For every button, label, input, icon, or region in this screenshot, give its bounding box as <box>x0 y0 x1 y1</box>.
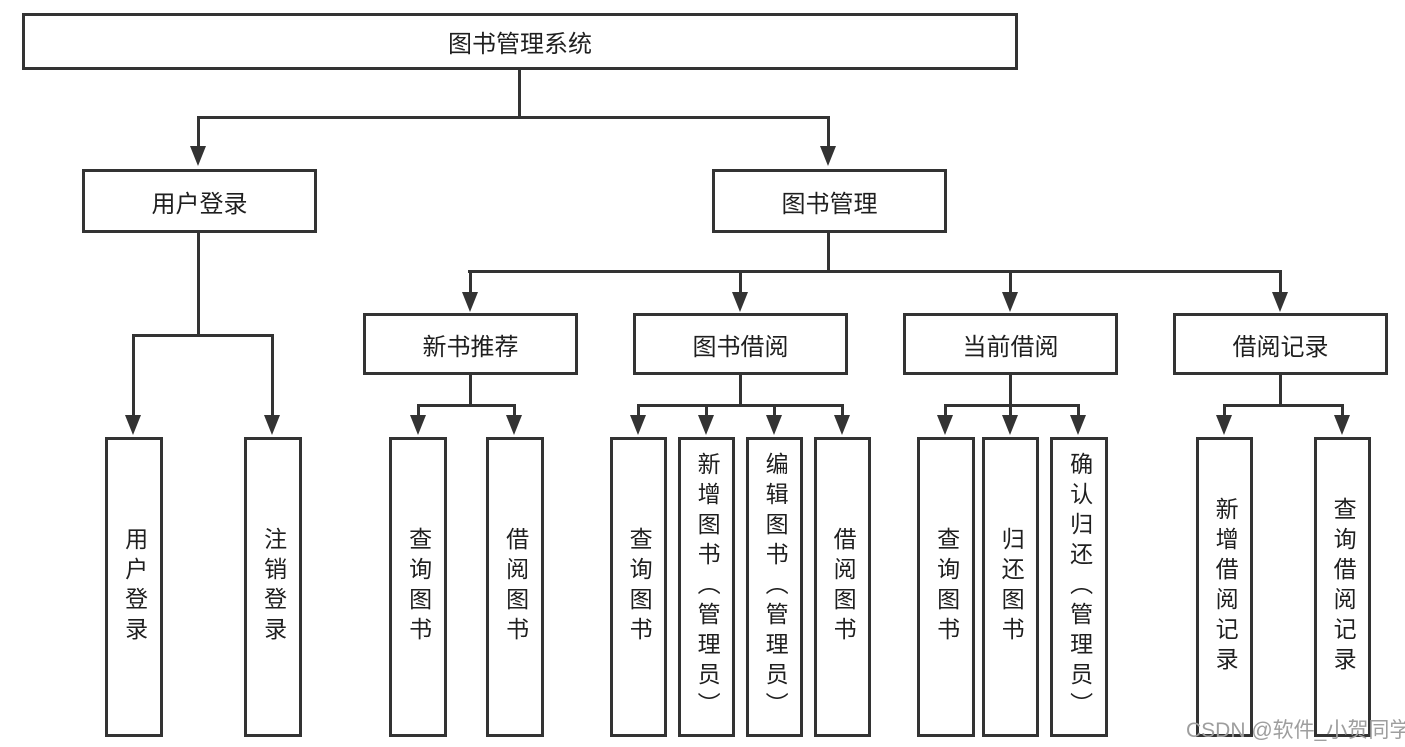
leaf-logout: 注销登录 <box>244 437 302 737</box>
connector-login-stem-1 <box>132 334 135 418</box>
connector-records-stem-1 <box>1223 404 1226 417</box>
node-book-borrow-label: 图书借阅 <box>692 333 789 361</box>
connector-current-stem-2 <box>1009 404 1012 417</box>
leaf-recommend-query-books: 查询图书 <box>389 437 447 737</box>
leaf-edit-book-admin-label: 编辑图书（管理员） <box>762 452 789 722</box>
connector-mgmt-stem-4 <box>1279 270 1282 295</box>
arrowhead-down-icon <box>834 415 850 435</box>
leaf-borrow-query-books: 查询图书 <box>610 437 667 737</box>
connector-login-vline <box>197 231 200 336</box>
connector-current-vline <box>1009 373 1012 406</box>
connector-root-hline <box>197 116 830 119</box>
leaf-borrow-query-books-label: 查询图书 <box>626 527 653 647</box>
node-user-login: 用户登录 <box>82 169 317 233</box>
connector-login-hline <box>132 334 274 337</box>
connector-borrow-hline <box>637 404 844 407</box>
connector-mgmt-stem-3 <box>1009 270 1012 295</box>
connector-records-vline <box>1279 373 1282 406</box>
leaf-return-book-label: 归还图书 <box>998 527 1025 647</box>
arrowhead-down-icon <box>1334 415 1350 435</box>
connector-current-hline <box>944 404 1080 407</box>
connector-current-stem-1 <box>944 404 947 417</box>
connector-records-stem-2 <box>1341 404 1344 417</box>
leaf-query-borrow-record: 查询借阅记录 <box>1314 437 1371 737</box>
leaf-borrow-books: 借阅图书 <box>814 437 871 737</box>
connector-mgmt-vline <box>827 232 830 273</box>
node-current-borrow: 当前借阅 <box>903 313 1118 375</box>
leaf-query-borrow-record-label: 查询借阅记录 <box>1330 497 1357 677</box>
node-book-management-label: 图书管理 <box>781 190 878 218</box>
connector-recommend-stem-1 <box>417 404 420 417</box>
node-current-borrow-label: 当前借阅 <box>962 333 1059 361</box>
leaf-confirm-return-admin: 确认归还（管理员） <box>1050 437 1108 737</box>
leaf-edit-book-admin: 编辑图书（管理员） <box>746 437 803 737</box>
arrowhead-down-icon <box>264 415 280 435</box>
node-book-management: 图书管理 <box>712 169 947 233</box>
arrowhead-down-icon <box>937 415 953 435</box>
leaf-borrow-books-label: 借阅图书 <box>830 527 857 647</box>
leaf-recommend-borrow-books: 借阅图书 <box>486 437 544 737</box>
leaf-user-login-label: 用户登录 <box>121 527 148 647</box>
arrowhead-down-icon <box>410 415 426 435</box>
node-library-management-system-label: 图书管理系统 <box>448 31 592 58</box>
leaf-recommend-query-books-label: 查询图书 <box>405 527 432 647</box>
leaf-add-book-admin: 新增图书（管理员） <box>678 437 735 737</box>
connector-recommend-hline <box>417 404 516 407</box>
leaf-user-login: 用户登录 <box>105 437 163 737</box>
connector-borrow-stem-4 <box>841 404 844 417</box>
connector-records-hline <box>1223 404 1344 407</box>
leaf-current-query-books-label: 查询图书 <box>933 527 960 647</box>
leaf-recommend-borrow-books-label: 借阅图书 <box>502 527 529 647</box>
arrowhead-down-icon <box>698 415 714 435</box>
leaf-current-query-books: 查询图书 <box>917 437 975 737</box>
arrowhead-down-icon <box>732 292 748 312</box>
leaf-add-book-admin-label: 新增图书（管理员） <box>694 452 721 722</box>
arrowhead-down-icon <box>125 415 141 435</box>
connector-borrow-vline <box>739 373 742 406</box>
node-library-management-system: 图书管理系统 <box>22 13 1018 70</box>
arrowhead-down-icon <box>1002 292 1018 312</box>
leaf-confirm-return-admin-label: 确认归还（管理员） <box>1066 452 1093 722</box>
node-new-book-recommend-label: 新书推荐 <box>422 333 519 361</box>
node-new-book-recommend: 新书推荐 <box>363 313 578 375</box>
connector-root-stem-left <box>197 116 200 150</box>
arrowhead-down-icon <box>190 146 206 166</box>
connector-login-stem-2 <box>271 334 274 418</box>
arrowhead-down-icon <box>766 415 782 435</box>
arrowhead-down-icon <box>1216 415 1232 435</box>
arrowhead-down-icon <box>820 146 836 166</box>
connector-recommend-vline <box>469 373 472 406</box>
connector-borrow-stem-3 <box>773 404 776 417</box>
connector-mgmt-hline <box>468 270 1282 273</box>
arrowhead-down-icon <box>1002 415 1018 435</box>
leaf-add-borrow-record-label: 新增借阅记录 <box>1212 497 1239 677</box>
node-book-borrow: 图书借阅 <box>633 313 848 375</box>
connector-root-vline <box>518 69 521 119</box>
arrowhead-down-icon <box>506 415 522 435</box>
connector-root-stem-right <box>827 116 830 150</box>
leaf-add-borrow-record: 新增借阅记录 <box>1196 437 1253 737</box>
arrowhead-down-icon <box>462 292 478 312</box>
arrowhead-down-icon <box>630 415 646 435</box>
arrowhead-down-icon <box>1272 292 1288 312</box>
node-borrow-records: 借阅记录 <box>1173 313 1388 375</box>
csdn-watermark: CSDN @软件_小贺同学 <box>1186 719 1405 742</box>
connector-borrow-stem-1 <box>637 404 640 417</box>
node-user-login-label: 用户登录 <box>151 190 248 218</box>
connector-borrow-stem-2 <box>705 404 708 417</box>
connector-mgmt-stem-2 <box>739 270 742 295</box>
connector-recommend-stem-2 <box>513 404 516 417</box>
connector-current-stem-3 <box>1077 404 1080 417</box>
leaf-logout-label: 注销登录 <box>260 527 287 647</box>
leaf-return-book: 归还图书 <box>982 437 1039 737</box>
node-borrow-records-label: 借阅记录 <box>1232 333 1329 361</box>
connector-mgmt-stem-1 <box>469 270 472 295</box>
arrowhead-down-icon <box>1070 415 1086 435</box>
